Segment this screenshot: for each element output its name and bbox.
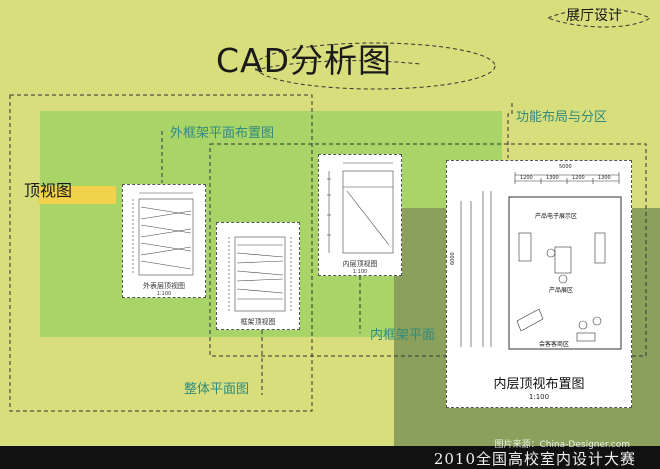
inner-ceiling-drawing xyxy=(327,162,394,254)
outer-ceiling-drawing xyxy=(132,192,194,276)
frame-ceiling-caption: 框架顶视图 xyxy=(240,318,276,326)
title-ellipse xyxy=(254,42,496,90)
layout-dim-side: 6000 xyxy=(450,252,456,265)
leader-function-layout xyxy=(507,103,513,158)
layout-dim-segment-2: 1300 xyxy=(546,175,559,181)
outer-ceiling-scale: 1:100 xyxy=(156,291,172,297)
footer-title: 2010全国高校室内设计大赛 xyxy=(433,450,636,468)
inner-frame-plan-label: 内框架平面 xyxy=(370,328,436,343)
overall-plan-frame xyxy=(9,94,313,412)
frame-ceiling-sheet: 框架顶视图 xyxy=(216,222,300,330)
inner-ceiling-scale: 1:100 xyxy=(352,269,368,275)
corner-label-swoosh xyxy=(547,8,652,28)
layout-dim-segment-3: 1200 xyxy=(572,175,585,181)
inner-ceiling-caption: 内层顶视图 xyxy=(342,260,378,268)
outer-ceiling-caption: 外表层顶视图 xyxy=(143,282,185,290)
top-view-highlight xyxy=(38,186,116,204)
function-layout-label: 功能布局与分区 xyxy=(516,110,608,125)
zone-reception: 会客客商区 xyxy=(539,341,570,348)
page-title: CAD分析图 xyxy=(216,41,393,80)
inner-layout-drawing xyxy=(460,172,622,350)
layout-dim-total: 5000 xyxy=(559,164,572,170)
inner-layout-caption: 内层顶视布置图 xyxy=(493,377,585,392)
overall-plan-label: 整体平面图 xyxy=(184,382,250,397)
inner-frame-plan-frame xyxy=(209,143,647,357)
top-view-label: 顶视图 xyxy=(24,181,73,200)
outer-ceiling-sheet: 外表层顶视图 1:100 xyxy=(122,184,206,298)
outer-frame-plan-label: 外框架平面布置图 xyxy=(170,126,275,141)
watermark-text: 图片来源：China-Designer.com xyxy=(494,440,630,450)
footer-bar: 2010全国高校室内设计大赛 xyxy=(0,446,660,469)
inner-layout-sheet: 5000 1200 1300 1200 1300 6000 产品电子展示区 产品… xyxy=(446,160,632,408)
layout-dim-segment-4: 1300 xyxy=(598,175,611,181)
title-underline-curve xyxy=(254,60,421,71)
zone-electronic-display: 产品电子展示区 xyxy=(535,213,578,220)
layout-dim-segment-1: 1200 xyxy=(520,175,533,181)
corner-label: 展厅设计 xyxy=(566,8,622,24)
frame-ceiling-drawing xyxy=(228,236,292,312)
inner-ceiling-sheet: 内层顶视图 1:100 xyxy=(318,154,402,276)
inner-layout-scale: 1:100 xyxy=(528,393,550,401)
zone-product-display: 产品展区 xyxy=(549,287,574,294)
